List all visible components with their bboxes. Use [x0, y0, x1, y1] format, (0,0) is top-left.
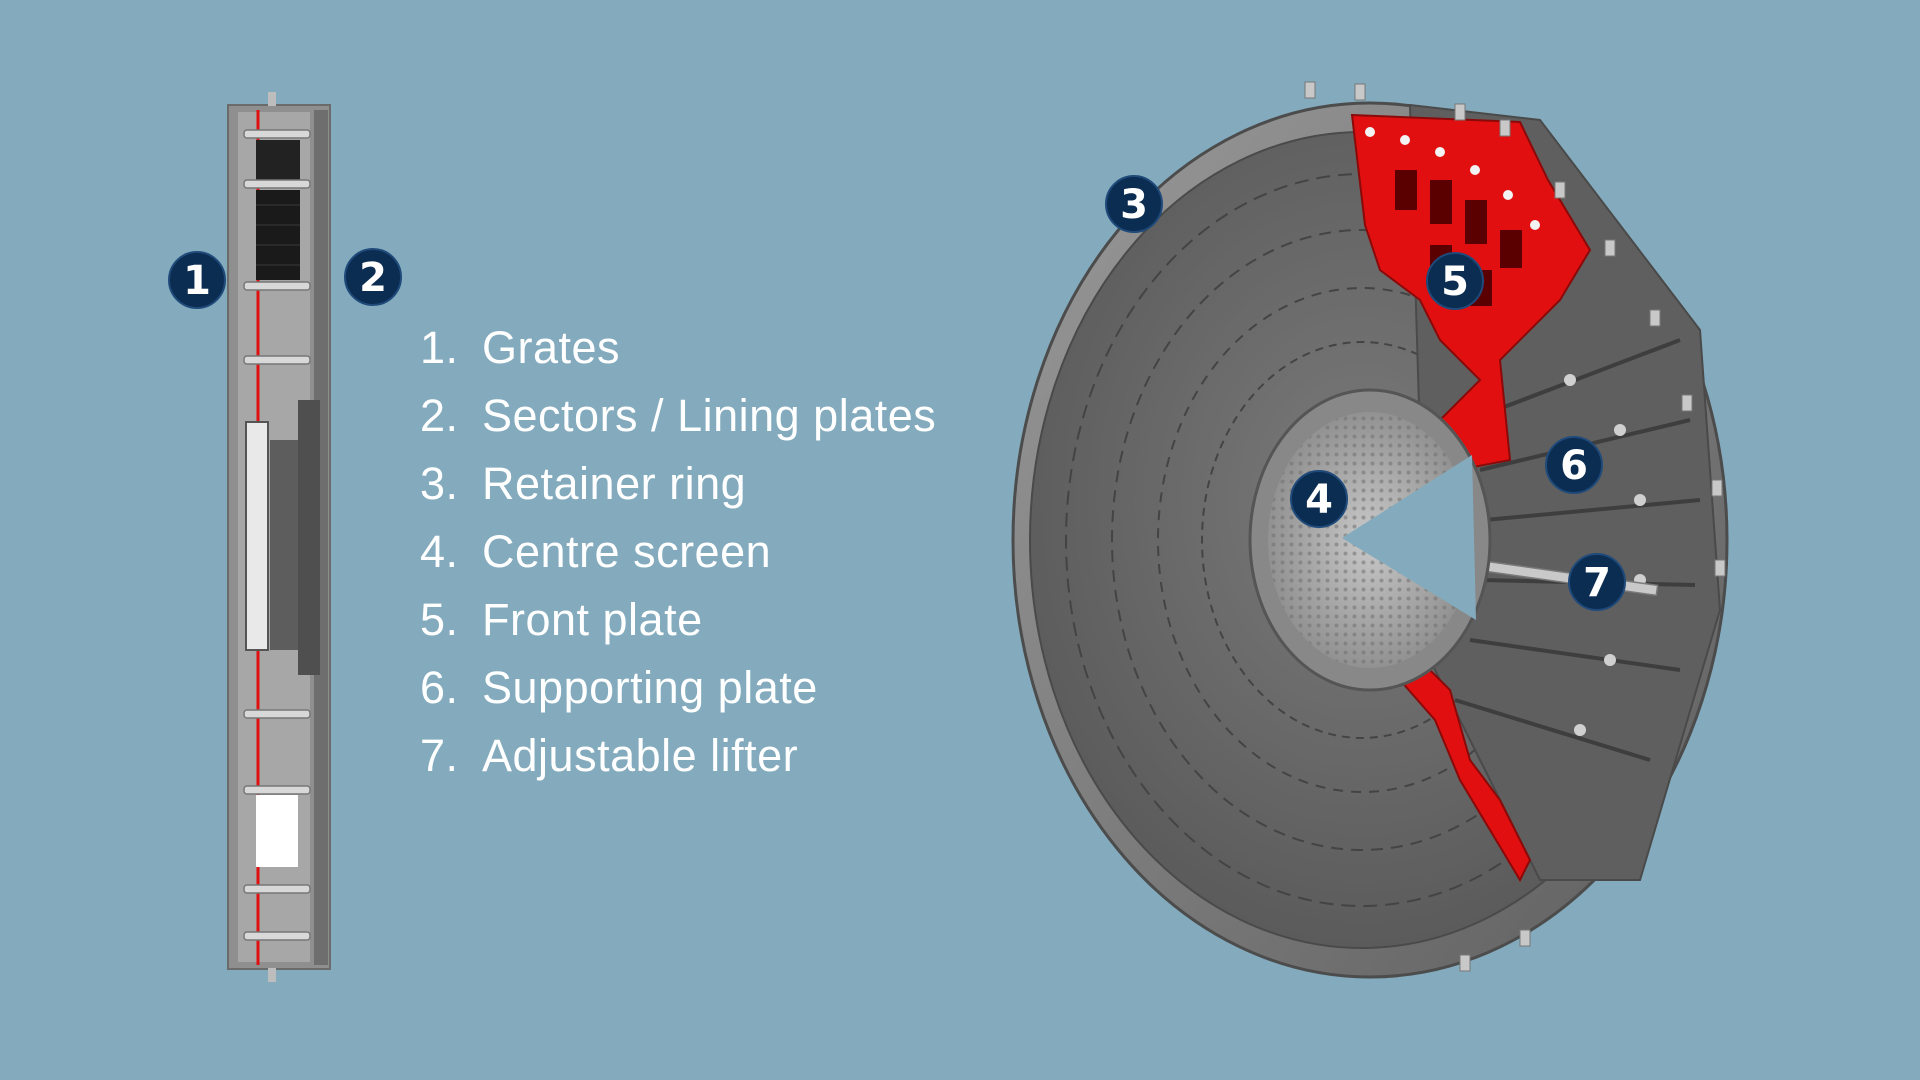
- badge-6-label: 6: [1560, 443, 1588, 489]
- legend-number: 5.: [420, 594, 459, 645]
- legend-number: 7.: [420, 730, 459, 781]
- side-edge: [314, 110, 328, 965]
- side-hub: [298, 400, 320, 675]
- legend-item-centre-screen: 4. Centre screen: [420, 526, 936, 594]
- badge-7: 7: [1568, 553, 1626, 611]
- legend-number: 4.: [420, 526, 459, 577]
- mill-head-view: [1011, 81, 1729, 979]
- legend-label: Centre screen: [482, 526, 772, 577]
- badge-3-circle: [1105, 175, 1163, 233]
- side-top-bolt: [268, 92, 276, 106]
- badge-2: 2: [344, 248, 402, 306]
- badge-6: 6: [1545, 436, 1603, 494]
- side-bottom-bolt: [268, 968, 276, 982]
- badge-5-circle: [1426, 252, 1484, 310]
- cutaway-wedge: [1342, 455, 1476, 620]
- front-plate-bolts: [1365, 127, 1540, 230]
- side-slot-upper: [256, 190, 300, 280]
- legend-label: Retainer ring: [482, 458, 747, 509]
- legend-number: 6.: [420, 662, 459, 713]
- legend-item-sectors: 2. Sectors / Lining plates: [420, 390, 936, 458]
- legend-number: 3.: [420, 458, 459, 509]
- legend-label: Adjustable lifter: [482, 730, 799, 781]
- supporting-plate-bolts: [1564, 374, 1646, 736]
- badge-4-circle: [1290, 470, 1348, 528]
- legend-label: Sectors / Lining plates: [482, 390, 937, 441]
- badge-4: 4: [1290, 470, 1348, 528]
- badge-1: 1: [168, 251, 226, 309]
- legend-label: Supporting plate: [482, 662, 818, 713]
- badge-2-circle: [344, 248, 402, 306]
- badge-7-label: 7: [1583, 560, 1611, 606]
- badge-3: 3: [1105, 175, 1163, 233]
- badge-1-circle: [168, 251, 226, 309]
- legend-item-adjustable-lifter: 7. Adjustable lifter: [420, 730, 936, 798]
- badge-5-label: 5: [1441, 259, 1469, 305]
- badge-7-circle: [1568, 553, 1626, 611]
- side-section-view: [227, 92, 331, 982]
- legend-label: Grates: [482, 322, 621, 373]
- badge-1-label: 1: [183, 258, 211, 304]
- side-bolts: [243, 129, 311, 941]
- legend-item-retainer-ring: 3. Retainer ring: [420, 458, 936, 526]
- badge-4-label: 4: [1305, 477, 1333, 523]
- legend-label: Front plate: [482, 594, 703, 645]
- side-slot-bottom: [256, 795, 298, 867]
- parts-legend: 1. Grates 2. Sectors / Lining plates 3. …: [420, 322, 936, 798]
- legend-item-supporting-plate: 6. Supporting plate: [420, 662, 936, 730]
- badge-5: 5: [1426, 252, 1484, 310]
- side-centre-plate: [245, 421, 269, 651]
- legend-number: 1.: [420, 322, 459, 373]
- legend-item-grates: 1. Grates: [420, 322, 936, 390]
- badge-6-circle: [1545, 436, 1603, 494]
- side-slot-top: [256, 140, 300, 180]
- badge-2-label: 2: [359, 255, 387, 301]
- legend-number: 2.: [420, 390, 459, 441]
- badge-3-label: 3: [1120, 182, 1148, 228]
- rim-bolts: [1304, 81, 1726, 972]
- legend-item-front-plate: 5. Front plate: [420, 594, 936, 662]
